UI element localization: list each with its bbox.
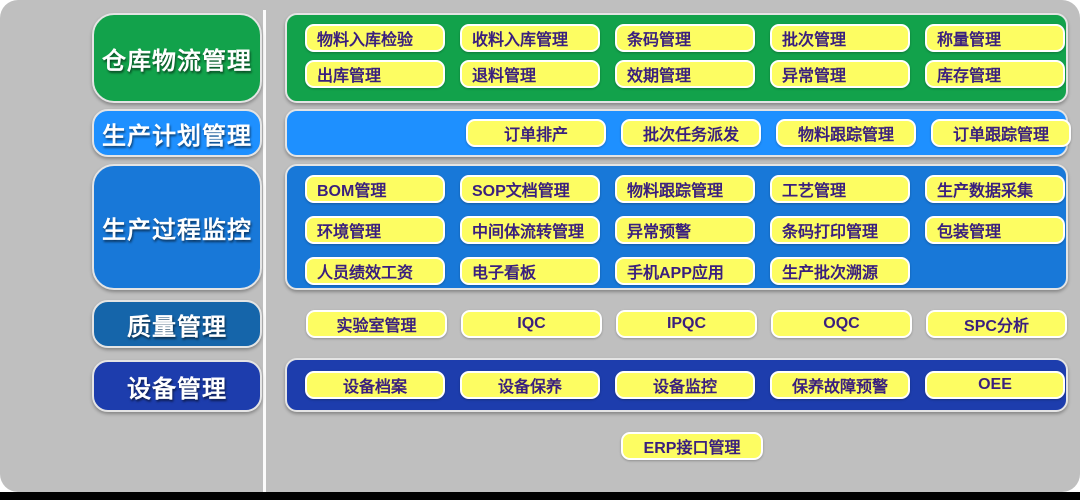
btn-erp-interface[interactable]: ERP接口管理 bbox=[621, 432, 763, 460]
btn-production-data-collection[interactable]: 生产数据采集 bbox=[925, 175, 1065, 203]
btn-material-tracking-mgmt-2[interactable]: 物料跟踪管理 bbox=[615, 175, 755, 203]
warehouse-row-2: 出库管理 退料管理 效期管理 异常管理 库存管理 bbox=[287, 60, 1066, 88]
sidebar-item-equipment-management[interactable]: 设备管理 bbox=[92, 360, 262, 412]
btn-production-batch-trace[interactable]: 生产批次溯源 bbox=[770, 257, 910, 285]
btn-oee[interactable]: OEE bbox=[925, 371, 1065, 399]
vertical-divider bbox=[263, 10, 266, 500]
btn-equipment-monitoring[interactable]: 设备监控 bbox=[615, 371, 755, 399]
btn-mobile-app[interactable]: 手机APP应用 bbox=[615, 257, 755, 285]
sidebar-item-quality-management[interactable]: 质量管理 bbox=[92, 300, 262, 348]
btn-bom-mgmt[interactable]: BOM管理 bbox=[305, 175, 445, 203]
bottom-black-bar bbox=[0, 492, 1080, 500]
btn-process-craft-mgmt[interactable]: 工艺管理 bbox=[770, 175, 910, 203]
btn-spc-analysis[interactable]: SPC分析 bbox=[926, 310, 1067, 338]
btn-inventory-mgmt[interactable]: 库存管理 bbox=[925, 60, 1065, 88]
btn-outbound-mgmt[interactable]: 出库管理 bbox=[305, 60, 445, 88]
btn-material-return-mgmt[interactable]: 退料管理 bbox=[460, 60, 600, 88]
process-row-2: 环境管理 中间体流转管理 异常预警 条码打印管理 包装管理 bbox=[287, 216, 1066, 244]
warehouse-row-1: 物料入库检验 收料入库管理 条码管理 批次管理 称量管理 bbox=[287, 24, 1066, 52]
quality-row: 实验室管理 IQC IPQC OQC SPC分析 bbox=[285, 310, 1068, 338]
btn-receiving-inbound-mgmt[interactable]: 收料入库管理 bbox=[460, 24, 600, 52]
btn-ipqc[interactable]: IPQC bbox=[616, 310, 757, 338]
btn-equipment-archive[interactable]: 设备档案 bbox=[305, 371, 445, 399]
process-row-1: BOM管理 SOP文档管理 物料跟踪管理 工艺管理 生产数据采集 bbox=[287, 175, 1066, 203]
production-planning-panel: 订单排产 批次任务派发 物料跟踪管理 订单跟踪管理 bbox=[285, 109, 1071, 157]
btn-sop-document-mgmt[interactable]: SOP文档管理 bbox=[460, 175, 600, 203]
btn-expiry-mgmt[interactable]: 效期管理 bbox=[615, 60, 755, 88]
btn-material-inbound-inspection[interactable]: 物料入库检验 bbox=[305, 24, 445, 52]
btn-barcode-print-mgmt[interactable]: 条码打印管理 bbox=[770, 216, 910, 244]
btn-barcode-mgmt[interactable]: 条码管理 bbox=[615, 24, 755, 52]
btn-order-scheduling[interactable]: 订单排产 bbox=[466, 119, 606, 147]
btn-iqc[interactable]: IQC bbox=[461, 310, 602, 338]
warehouse-logistics-panel: 物料入库检验 收料入库管理 条码管理 批次管理 称量管理 出库管理 退料管理 效… bbox=[285, 13, 1068, 103]
btn-laboratory-mgmt[interactable]: 实验室管理 bbox=[306, 310, 447, 338]
sidebar-item-warehouse-logistics[interactable]: 仓库物流管理 bbox=[92, 13, 262, 103]
btn-personnel-performance-salary[interactable]: 人员绩效工资 bbox=[305, 257, 445, 285]
btn-weighing-mgmt[interactable]: 称量管理 bbox=[925, 24, 1065, 52]
btn-exception-warning[interactable]: 异常预警 bbox=[615, 216, 755, 244]
process-row-3: 人员绩效工资 电子看板 手机APP应用 生产批次溯源 bbox=[287, 257, 1066, 285]
production-process-panel: BOM管理 SOP文档管理 物料跟踪管理 工艺管理 生产数据采集 环境管理 中间… bbox=[285, 164, 1068, 290]
equipment-panel: 设备档案 设备保养 设备监控 保养故障预警 OEE bbox=[285, 358, 1068, 412]
sidebar-item-production-planning[interactable]: 生产计划管理 bbox=[92, 109, 262, 157]
sidebar-item-production-process-monitoring[interactable]: 生产过程监控 bbox=[92, 164, 262, 290]
btn-exception-mgmt[interactable]: 异常管理 bbox=[770, 60, 910, 88]
btn-maintenance-fault-warning[interactable]: 保养故障预警 bbox=[770, 371, 910, 399]
btn-packaging-mgmt[interactable]: 包装管理 bbox=[925, 216, 1065, 244]
btn-material-tracking-mgmt[interactable]: 物料跟踪管理 bbox=[776, 119, 916, 147]
btn-oqc[interactable]: OQC bbox=[771, 310, 912, 338]
btn-order-tracking-mgmt[interactable]: 订单跟踪管理 bbox=[931, 119, 1071, 147]
btn-batch-mgmt[interactable]: 批次管理 bbox=[770, 24, 910, 52]
btn-equipment-maintenance[interactable]: 设备保养 bbox=[460, 371, 600, 399]
btn-intermediate-flow-mgmt[interactable]: 中间体流转管理 bbox=[460, 216, 600, 244]
btn-environment-mgmt[interactable]: 环境管理 bbox=[305, 216, 445, 244]
btn-batch-task-dispatch[interactable]: 批次任务派发 bbox=[621, 119, 761, 147]
btn-electronic-kanban[interactable]: 电子看板 bbox=[460, 257, 600, 285]
